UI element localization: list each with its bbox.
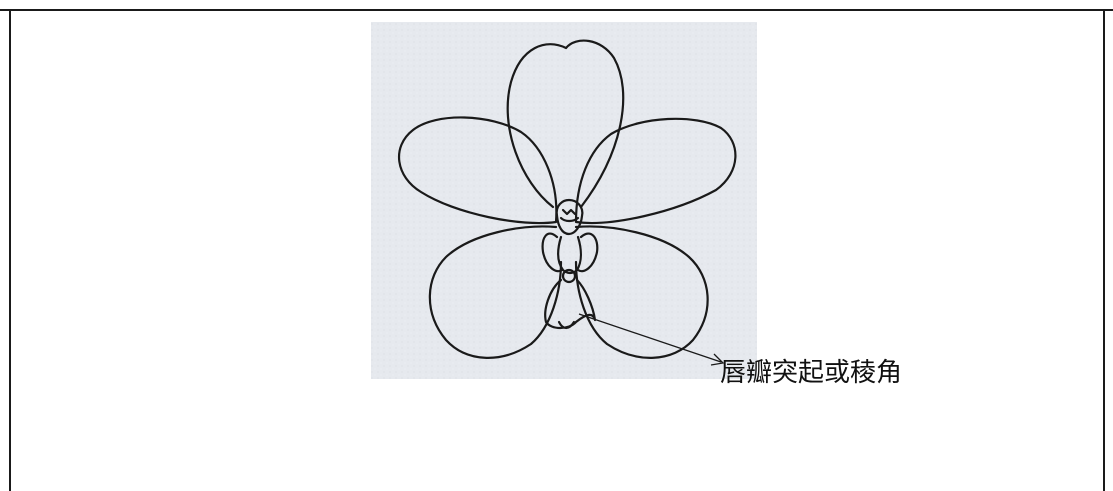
column-head [555,198,584,236]
callout-label: 唇瓣突起或稜角 [720,358,903,388]
dorsal-sepal [506,39,625,209]
right-petal [574,117,737,225]
lip-side-lobe-left [541,232,564,273]
left-petal [398,116,558,225]
orchid-illustration [371,22,757,379]
orchid-drawing [371,22,757,379]
table-border-right [1103,9,1105,491]
callout-leader-line [578,313,722,363]
lower-left-sepal [428,225,563,359]
lip-midlobe [544,278,597,330]
callout-arrowhead [710,353,725,366]
table-border-top [0,9,1113,11]
lower-right-sepal [574,225,709,359]
lip-side-lobe-right [576,232,599,273]
table-border-left [9,9,11,491]
